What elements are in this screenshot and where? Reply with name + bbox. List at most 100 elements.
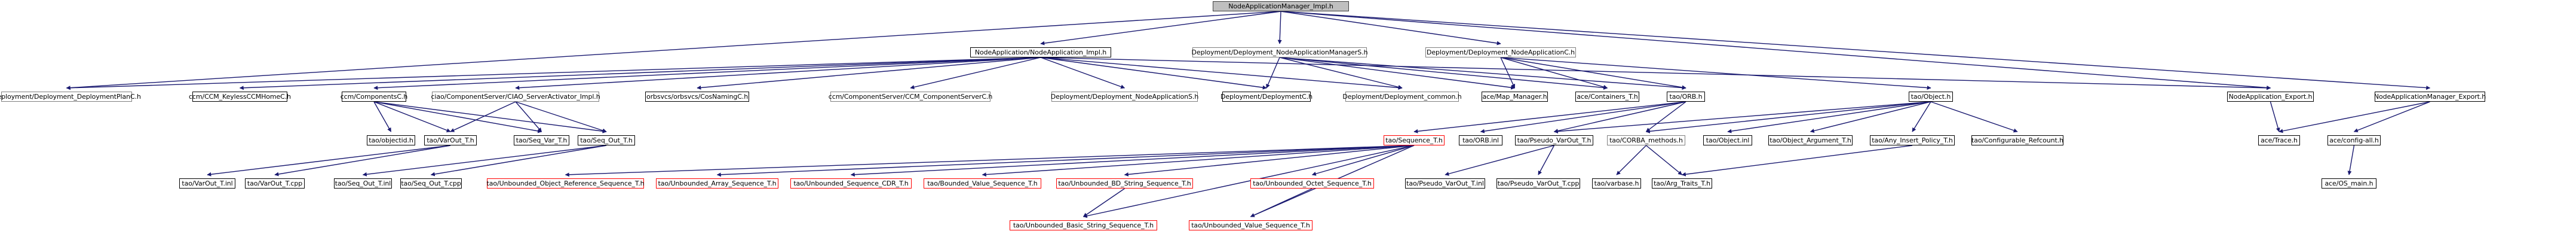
graph-edge <box>1646 145 1683 175</box>
graph-node-nodeapplicationmanager-impl-h[interactable]: NodeApplicationManager_Impl.h <box>1213 1 1349 11</box>
graph-node-tao-corba-methods-h[interactable]: tao/CORBA_methods.h <box>1607 135 1685 145</box>
graph-node-deployment-deployment-nodeapplications-h[interactable]: Deployment/Deployment_NodeApplicationS.h <box>1050 92 1199 102</box>
graph-node-nodeapplicationmanager-export-h[interactable]: NodeApplicationManager_Export.h <box>2373 92 2486 102</box>
graph-node-tao-unbounded-octet-sequence-t-h[interactable]: tao/Unbounded_Octet_Sequence_T.h <box>1250 178 1374 189</box>
graph-edge <box>2270 101 2280 132</box>
graph-edge <box>1538 145 1555 175</box>
graph-edge <box>1445 145 1554 176</box>
graph-edge <box>1500 57 1931 90</box>
graph-node-tao-varout-t-cpp[interactable]: tao/VarOut_T.cpp <box>245 178 305 189</box>
graph-edge <box>2353 101 2430 132</box>
graph-edge <box>373 101 607 133</box>
graph-edge <box>1681 145 1913 177</box>
graph-edge <box>1040 57 1126 89</box>
graph-node-tao-pseudo-varout-t-cpp[interactable]: tao/Pseudo_VarOut_T.cpp <box>1496 178 1580 189</box>
graph-node-tao-unbounded-sequence-cdr-t-h[interactable]: tao/Unbounded_Sequence_CDR_T.h <box>790 178 912 189</box>
graph-edge <box>373 101 451 132</box>
graph-edge <box>1277 11 1282 44</box>
graph-edge <box>1727 101 1931 133</box>
graph-node-tao-seq-var-t-h[interactable]: tao/Seq_Var_T.h <box>514 135 569 145</box>
graph-node-ace-os-main-h[interactable]: ace/OS_main.h <box>2322 178 2376 189</box>
graph-edge <box>1500 57 1516 89</box>
graph-node-tao-varout-t-inl[interactable]: tao/VarOut_T.inl <box>179 178 235 189</box>
graph-node-deployment-deployment-nodeapplicationc-h[interactable]: Deployment/Deployment_NodeApplicationC.h <box>1425 47 1576 57</box>
graph-node-tao-seq-out-t-h[interactable]: tao/Seq_Out_T.h <box>578 135 635 145</box>
graph-node-ace-map-manager-h[interactable]: ace/Map_Manager.h <box>1482 92 1548 102</box>
graph-edge <box>2278 101 2430 133</box>
graph-node-tao-bounded-value-sequence-t-h[interactable]: tao/Bounded_Value_Sequence_T.h <box>924 178 1041 189</box>
graph-edge <box>850 145 1415 177</box>
graph-node-nodeapplication-export-h[interactable]: NodeApplication_Export.h <box>2227 92 2314 102</box>
graph-node-tao-sequence-t-h[interactable]: tao/Sequence_T.h <box>1384 135 1445 145</box>
graph-edge <box>362 145 607 177</box>
graph-node-tao-orb-inl[interactable]: tao/ORB.inl <box>1459 135 1502 145</box>
graph-edge <box>1645 101 1686 132</box>
graph-node-tao-orb-h[interactable]: tao/ORB.h <box>1667 92 1705 102</box>
graph-node-deployment-deployment-deploymentplanc-h[interactable]: Deployment/Deployment_DeploymentPlanC.h <box>0 92 141 102</box>
graph-node-tao-object-h[interactable]: tao/Object.h <box>1909 92 1953 102</box>
graph-edge <box>1279 57 1516 90</box>
graph-node-tao-object-argument-t-h[interactable]: tao/Object_Argument_T.h <box>1768 135 1853 145</box>
graph-node-tao-configurable-refcount-h[interactable]: tao/Configurable_Refcount.h <box>1971 135 2063 145</box>
graph-node-ciao-componentserver-ciao-serveractivator-impl-h[interactable]: ciao/ComponentServer/CIAO_ServerActivato… <box>431 92 600 102</box>
graph-node-tao-pseudo-varout-t-inl[interactable]: tao/Pseudo_VarOut_T.inl <box>1405 178 1485 189</box>
graph-edge <box>1040 57 2271 90</box>
graph-node-tao-varout-t-h[interactable]: tao/VarOut_T.h <box>424 135 477 145</box>
graph-edge <box>1280 11 1501 45</box>
graph-edge <box>373 57 1041 90</box>
graph-node-tao-unbounded-basic-string-sequence-t-h[interactable]: tao/Unbounded_Basic_String_Sequence_T.h <box>1010 220 1157 230</box>
graph-edge <box>430 145 607 177</box>
graph-edge <box>1912 101 1931 132</box>
graph-node-tao-seq-out-t-cpp[interactable]: tao/Seq_Out_T.cpp <box>400 178 462 189</box>
graph-edge <box>1266 57 1280 89</box>
graph-edge <box>1279 57 1403 89</box>
graph-edge <box>1930 101 2018 133</box>
graph-edge <box>697 57 1041 90</box>
graph-node-tao-object-inl[interactable]: tao/Object.inl <box>1703 135 1752 145</box>
graph-edge <box>239 57 1041 90</box>
graph-edge <box>450 101 516 132</box>
graph-edge <box>1553 101 1686 133</box>
graph-edge <box>1082 188 1125 217</box>
graph-node-ccm-componentserver-ccm-componentserverc-h[interactable]: ccm/ComponentServer/CCM_ComponentServerC… <box>828 92 993 102</box>
graph-node-tao-unbounded-value-sequence-t-h[interactable]: tao/Unbounded_Value_Sequence_T.h <box>1189 220 1312 230</box>
graph-node-ace-config-all-h[interactable]: ace/config-all.h <box>2327 135 2381 145</box>
graph-edge <box>1810 101 1931 133</box>
graph-edge <box>373 101 542 133</box>
graph-node-tao-unbounded-object-reference-sequence-t-h[interactable]: tao/Unbounded_Object_Reference_Sequence_… <box>486 178 645 189</box>
graph-node-tao-arg-traits-t-h[interactable]: tao/Arg_Traits_T.h <box>1652 178 1712 189</box>
graph-edge <box>1500 57 1608 89</box>
graph-node-deployment-deployment-nodeapplicationmanagers-h[interactable]: Deployment/Deployment_NodeApplicationMan… <box>1191 47 1368 57</box>
graph-edge <box>1311 145 1415 176</box>
graph-edge <box>515 57 1041 90</box>
graph-edge <box>1616 145 1646 175</box>
graph-edge <box>2347 145 2355 175</box>
graph-node-ccm-ccm-keylessccmhomec-h[interactable]: ccm/CCM_KeylessCCMHomeC.h <box>188 92 292 102</box>
graph-node-nodeapplication-nodeapplication-impl-h[interactable]: NodeApplication/NodeApplication_Impl.h <box>970 47 1111 57</box>
graph-edge <box>1124 145 1415 177</box>
graph-edge <box>207 145 451 177</box>
graph-node-tao-unbounded-array-sequence-t-h[interactable]: tao/Unbounded_Array_Sequence_T.h <box>656 178 778 189</box>
graph-edge <box>373 101 392 132</box>
graph-edge <box>1250 188 1312 217</box>
graph-node-ace-containers-t-h[interactable]: ace/Containers_T.h <box>1575 92 1639 102</box>
graph-edge <box>1480 101 1686 133</box>
graph-node-tao-varbase-h[interactable]: tao/varbase.h <box>1592 178 1641 189</box>
graph-edge <box>1500 57 1686 90</box>
graph-node-deployment-deploymentc-h[interactable]: Deployment/DeploymentC.h <box>1220 92 1313 102</box>
graph-node-tao-unbounded-bd-string-sequence-t-h[interactable]: tao/Unbounded_BD_String_Sequence_T.h <box>1056 178 1193 189</box>
graph-node-tao-any-insert-policy-t-h[interactable]: tao/Any_Insert_Policy_T.h <box>1870 135 1955 145</box>
graph-node-orbsvcs-orbsvcs-cosnamingc-h[interactable]: orbsvcs/orbsvcs/CosNamingC.h <box>645 92 749 102</box>
graph-node-tao-seq-out-t-inl[interactable]: tao/Seq_Out_T.inl <box>334 178 392 189</box>
graph-node-ccm-componentsc-h[interactable]: ccm/ComponentsC.h <box>340 92 408 102</box>
graph-edge <box>66 57 1041 90</box>
graph-edge <box>565 145 1415 177</box>
graph-edge <box>1279 57 1608 90</box>
graph-edge <box>515 101 542 132</box>
graph-node-tao-objectid-h[interactable]: tao/objectid.h <box>367 135 415 145</box>
graph-node-ace-trace-h[interactable]: ace/Trace.h <box>2258 135 2300 145</box>
graph-node-tao-pseudo-varout-t-h[interactable]: tao/Pseudo_VarOut_T.h <box>1515 135 1593 145</box>
graph-node-deployment-deployment-common-h[interactable]: Deployment/Deployment_common.h <box>1342 92 1462 102</box>
